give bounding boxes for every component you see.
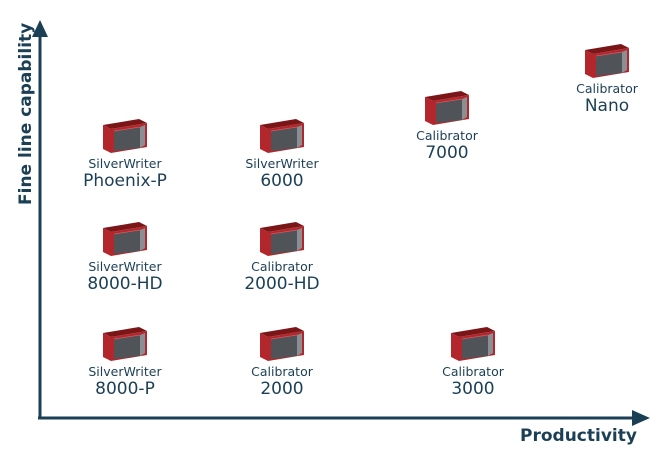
printer-machine-icon <box>103 327 147 361</box>
printer-machine-icon <box>260 222 304 256</box>
printer-machine-icon <box>451 327 495 361</box>
y-axis-arrow <box>32 20 48 37</box>
product-brand: Calibrator <box>576 81 638 96</box>
product-model: Phoenix-P <box>83 171 167 191</box>
product-model: 2000-HD <box>244 274 320 294</box>
printer-machine-icon <box>260 119 304 153</box>
printer-machine-icon <box>585 44 629 78</box>
product-model: 2000 <box>260 379 304 399</box>
product-brand: SilverWriter <box>245 156 319 171</box>
y-axis-title: Fine line capability <box>16 22 36 205</box>
printer-machine-icon <box>260 327 304 361</box>
product-model: 7000 <box>425 143 469 163</box>
product-brand: Calibrator <box>251 259 313 274</box>
printer-machine-icon <box>103 119 147 153</box>
product-brand: Calibrator <box>251 364 313 379</box>
x-axis-arrow <box>632 410 650 426</box>
x-axis-title: Productivity <box>520 426 637 446</box>
product-model: 3000 <box>451 379 495 399</box>
product-model: 8000-HD <box>87 274 163 294</box>
product-brand: SilverWriter <box>88 156 162 171</box>
product-brand: Calibrator <box>416 128 478 143</box>
product-brand: Calibrator <box>442 364 504 379</box>
printer-machine-icon <box>103 222 147 256</box>
product-model: Nano <box>584 96 630 116</box>
product-model: 6000 <box>260 171 304 191</box>
printer-machine-icon <box>425 91 469 125</box>
product-model: 8000-P <box>95 379 155 399</box>
product-brand: SilverWriter <box>88 259 162 274</box>
product-brand: SilverWriter <box>88 364 162 379</box>
